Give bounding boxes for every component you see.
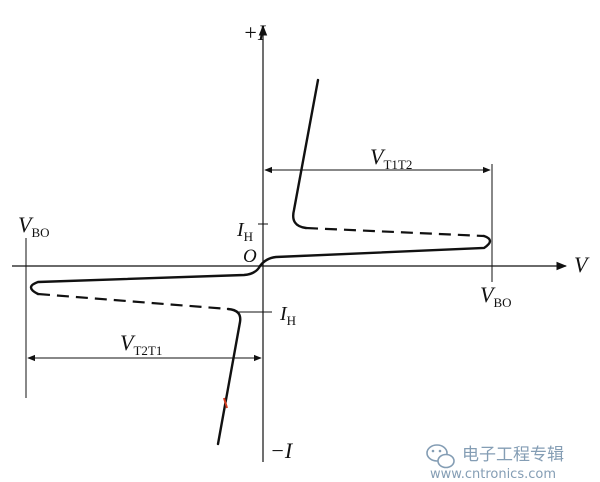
- watermark-title: 电子工程专辑: [462, 445, 564, 465]
- y-axis-negative-label: −I: [270, 438, 294, 463]
- origin-label: O: [243, 246, 257, 267]
- curve-on-state-quadrant-1: [292, 78, 320, 230]
- vbo-right-label: VBO: [480, 282, 512, 310]
- curve-dashed-negative-resistance-quadrant-3: [37, 292, 229, 311]
- curve-dashed-negative-resistance-quadrant-1: [305, 226, 485, 238]
- v-t2t1-label: VT2T1: [120, 330, 162, 358]
- curve-on-state-quadrant-3: [216, 307, 242, 446]
- wechat-icon: [426, 444, 455, 469]
- y-axis-positive-label: +I: [243, 20, 267, 45]
- curve-off-state-quadrant-3: [29, 264, 262, 296]
- ih-lower-label: IH: [279, 303, 296, 328]
- ih-upper-label: IH: [236, 219, 253, 244]
- x-axis-label: V: [574, 252, 590, 277]
- curve-off-state-quadrant-1: [258, 234, 492, 268]
- watermark-url: www.cntronics.com: [430, 467, 556, 482]
- scan-color-mark: [223, 397, 228, 409]
- vbo-left-label: VBO: [18, 212, 50, 240]
- v-t1t2-label: VT1T2: [370, 144, 412, 172]
- watermark: 电子工程专辑 www.cntronics.com: [426, 444, 564, 482]
